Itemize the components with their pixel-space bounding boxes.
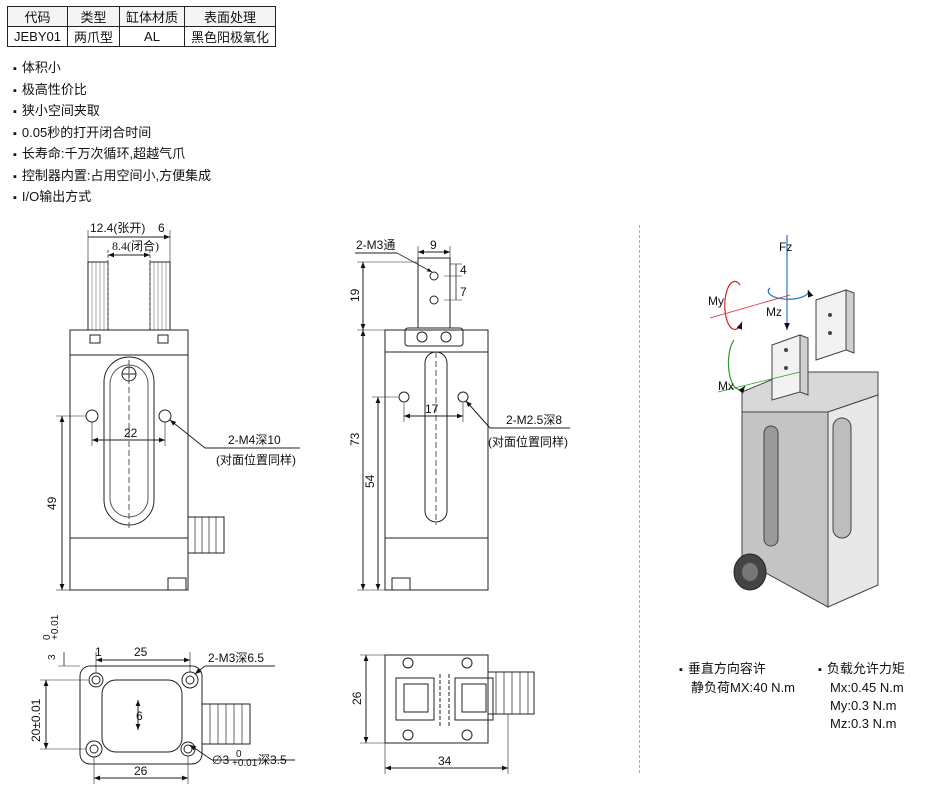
dim-tol-upper: 0: [42, 634, 53, 640]
vertical-load-head: 垂直方向容许: [679, 660, 795, 679]
top-cable: [487, 671, 535, 715]
dia-upper: 0: [236, 749, 242, 760]
vertical-load-value: 静负荷MX:40 N.m: [691, 680, 796, 695]
left-jaw: [87, 261, 109, 331]
callout-m25: 2-M2.5深8: [506, 413, 562, 427]
dim-17: 17: [425, 402, 439, 416]
feature-item: 体积小: [13, 58, 211, 80]
side-view: [355, 246, 570, 591]
side-jaw: [417, 257, 451, 329]
moment-head: 负载允许力矩: [818, 660, 905, 679]
vertical-load-spec: 垂直方向容许 静负荷MX:40 N.m: [679, 660, 795, 697]
feature-item: 极高性价比: [13, 80, 211, 102]
dia-suffix: 深3.5: [258, 753, 287, 767]
header-type: 类型: [66, 6, 121, 27]
dim-tol-label: 3: [47, 654, 58, 660]
dia-prefix: ∅3: [212, 753, 229, 767]
dim-49: 49: [45, 496, 59, 510]
iso-view: [709, 235, 879, 608]
cell-code: JEBY01: [7, 26, 68, 47]
dim-9: 9: [430, 238, 437, 252]
dim-jaw: 6: [158, 221, 165, 235]
front-body: [69, 329, 189, 591]
dim-73: 73: [348, 432, 362, 446]
header-material: 缸体材质: [118, 6, 186, 27]
m25-hole: [457, 391, 469, 403]
front-view: [56, 230, 300, 591]
dim-open: 12.4(张开): [90, 221, 145, 235]
dim-25: 25: [134, 645, 148, 659]
dim-34: 34: [438, 754, 452, 768]
header-code: 代码: [7, 6, 68, 27]
m4-hole: [158, 409, 172, 423]
callout-m25-note: (对面位置同样): [488, 434, 568, 449]
moment-value-my: My:0.3 N.m: [830, 698, 897, 713]
dim-54: 54: [363, 474, 377, 488]
dim-26-bottom: 26: [134, 764, 148, 778]
top-view: [360, 654, 535, 774]
moment-value-mx: Mx:0.45 N.m: [830, 680, 904, 695]
dim-closed: 8.4(闭合): [112, 238, 159, 253]
callout-m3: 2-M3通: [356, 238, 395, 252]
cable-gland: [187, 516, 225, 554]
m4-hole: [85, 409, 99, 423]
side-body: [384, 329, 489, 591]
feature-item: 控制器内置:占用空间小,方便集成: [13, 166, 211, 188]
spec-table-header-row: 代码 类型 缸体材质 表面处理: [7, 6, 277, 27]
callout-m4: 2-M4深10: [228, 433, 281, 447]
moment-value-mz: Mz:0.3 N.m: [830, 716, 897, 731]
cell-type: 两爪型: [66, 26, 121, 47]
label-fz: Fz: [779, 240, 792, 254]
dim-7: 7: [460, 285, 467, 299]
moment-spec: 负载允许力矩 Mx:0.45 N.m My:0.3 N.m Mz:0.3 N.m: [818, 660, 905, 733]
cell-surface: 黑色阳极氧化: [184, 26, 277, 47]
dia-lower: +0.01: [232, 758, 258, 769]
dim-22: 22: [124, 426, 138, 440]
dim-tol-lower: +0.01: [50, 614, 61, 640]
top-body: [384, 654, 489, 744]
feature-item: 0.05秒的打开闭合时间: [13, 123, 211, 145]
feature-item: 狭小空间夹取: [13, 101, 211, 123]
dim-26-top: 26: [350, 691, 364, 705]
dim-20: 20±0.01: [29, 698, 43, 742]
spec-table-row: JEBY01 两爪型 AL 黑色阳极氧化: [7, 26, 277, 47]
dim-6: 6: [136, 709, 143, 723]
right-jaw: [149, 261, 171, 331]
spec-table: 代码 类型 缸体材质 表面处理 JEBY01 两爪型 AL 黑色阳极氧化: [7, 6, 277, 47]
label-mz: Mz: [766, 305, 782, 319]
bottom-view: [40, 652, 295, 784]
callout-m4-note: (对面位置同样): [216, 452, 296, 467]
label-mx: Mx: [718, 379, 734, 393]
dim-1: 1: [95, 645, 102, 659]
section-divider: [639, 225, 640, 773]
callout-m3-deep: 2-M3深6.5: [208, 651, 264, 665]
feature-list: 体积小 极高性价比 狭小空间夹取 0.05秒的打开闭合时间 长寿命:千万次循环,…: [13, 58, 211, 209]
cell-material: AL: [118, 26, 186, 47]
feature-item: 长寿命:千万次循环,超越气爪: [13, 144, 211, 166]
feature-item: I/O输出方式: [13, 187, 211, 209]
m25-hole: [398, 391, 410, 403]
label-my: My: [708, 294, 724, 308]
dim-4: 4: [460, 263, 467, 277]
dim-19: 19: [348, 288, 362, 302]
